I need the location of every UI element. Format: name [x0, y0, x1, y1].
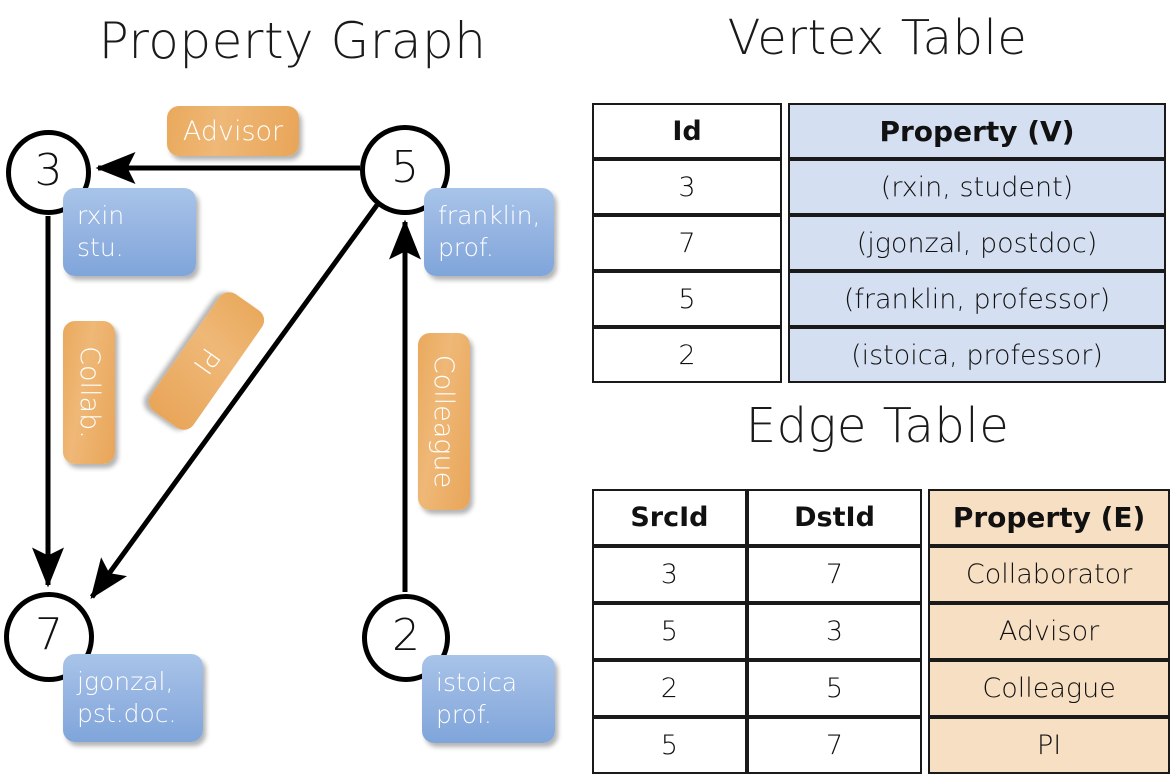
- graph-node-5-label: 5: [391, 142, 419, 193]
- graph-node-3-property-line-2: stu.: [77, 233, 124, 262]
- table-row: 3 7 Collaborator: [592, 546, 1170, 603]
- graph-node-7-label: 7: [35, 609, 63, 660]
- edge-row-3-property: PI: [928, 717, 1170, 774]
- edge-row-1-src: 5: [592, 603, 747, 660]
- edge-row-1-dst: 3: [746, 603, 923, 660]
- table-row: 5 (franklin, professor): [592, 271, 1166, 327]
- edge-label-colleague-text: Colleague: [428, 354, 460, 489]
- graph-node-3-property-box: rxin stu.: [63, 188, 196, 276]
- vertex-row-1-property: (jgonzal, postdoc): [788, 215, 1166, 271]
- edge-table: SrcId DstId Property (E) 3 7 Collaborato…: [592, 489, 1170, 774]
- edge-table-col-srcid: SrcId: [592, 489, 747, 546]
- table-row: 2 (istoica, professor): [592, 327, 1166, 383]
- edge-label-pi-text: PI: [186, 342, 227, 380]
- edge-row-0-property: Collaborator: [928, 546, 1170, 603]
- graph-edge-lines: [32, 152, 421, 600]
- table-row: 5 3 Advisor: [592, 603, 1170, 660]
- graph-node-2-property-line-2: prof.: [436, 700, 492, 729]
- graph-node-5[interactable]: 5: [360, 125, 450, 215]
- edge-label-colleague: Colleague: [418, 333, 470, 510]
- graph-node-2-property-box: istoica prof.: [422, 655, 555, 743]
- vertex-row-2-id: 5: [592, 271, 782, 327]
- edge-row-1-property: Advisor: [928, 603, 1170, 660]
- edge-row-0-dst: 7: [746, 546, 923, 603]
- table-row: 3 (rxin, student): [592, 159, 1166, 215]
- edge-table-col-property: Property (E): [928, 489, 1170, 546]
- table-row: 7 (jgonzal, postdoc): [592, 215, 1166, 271]
- vertex-row-3-property: (istoica, professor): [788, 327, 1166, 383]
- vertex-table-col-property: Property (V): [788, 103, 1166, 159]
- graph-node-2-property-line-1: istoica: [436, 668, 518, 697]
- table-row: 2 5 Colleague: [592, 660, 1170, 717]
- vertex-row-3-id: 2: [592, 327, 782, 383]
- vertex-table-col-id: Id: [592, 103, 782, 159]
- graph-node-2[interactable]: 2: [362, 594, 450, 682]
- edge-row-2-src: 2: [592, 660, 747, 717]
- page-title-edge-table: Edge Table: [745, 398, 1010, 454]
- page-title-property-graph: Property Graph: [98, 12, 487, 70]
- vertex-row-0-id: 3: [592, 159, 782, 215]
- edge-label-collab: Collab.: [63, 321, 115, 464]
- vertex-table: Id Property (V) 3 (rxin, student) 7 (jgo…: [592, 103, 1166, 383]
- edge-table-header-row: SrcId DstId Property (E): [592, 489, 1170, 546]
- edge-line-5-to-7: [89, 203, 380, 600]
- edge-table-col-dstid: DstId: [746, 489, 923, 546]
- edge-row-3-src: 5: [592, 717, 747, 774]
- graph-node-3-property-line-1: rxin: [77, 201, 125, 230]
- edge-label-collab-text: Collab.: [73, 346, 105, 439]
- edge-label-advisor: Advisor: [167, 106, 299, 156]
- graph-node-5-property-line-2: prof.: [438, 233, 494, 262]
- vertex-row-2-property: (franklin, professor): [788, 271, 1166, 327]
- edge-row-0-src: 3: [592, 546, 747, 603]
- graph-node-3-label: 3: [34, 144, 63, 196]
- edge-row-2-dst: 5: [746, 660, 923, 717]
- vertex-row-0-property: (rxin, student): [788, 159, 1166, 215]
- graph-node-5-property-box: franklin, prof.: [424, 188, 554, 276]
- edge-label-advisor-text: Advisor: [182, 115, 284, 147]
- page-title-vertex-table: Vertex Table: [727, 10, 1028, 66]
- table-row: 5 7 PI: [592, 717, 1170, 774]
- vertex-row-1-id: 7: [592, 215, 782, 271]
- graph-node-5-property-line-1: franklin,: [438, 201, 541, 230]
- graph-node-7-property-box: jgonzal, pst.doc.: [63, 654, 203, 742]
- vertex-table-header-row: Id Property (V): [592, 103, 1166, 159]
- property-graph-diagram: 3 rxin stu. 5 franklin, prof. 7 jgonzal,…: [0, 0, 585, 760]
- graph-node-7-property-line-2: pst.doc.: [77, 699, 177, 728]
- edge-row-2-property: Colleague: [928, 660, 1170, 717]
- edge-row-3-dst: 7: [746, 717, 923, 774]
- graph-node-2-label: 2: [392, 610, 420, 661]
- graph-node-7-property-line-1: jgonzal,: [77, 667, 174, 696]
